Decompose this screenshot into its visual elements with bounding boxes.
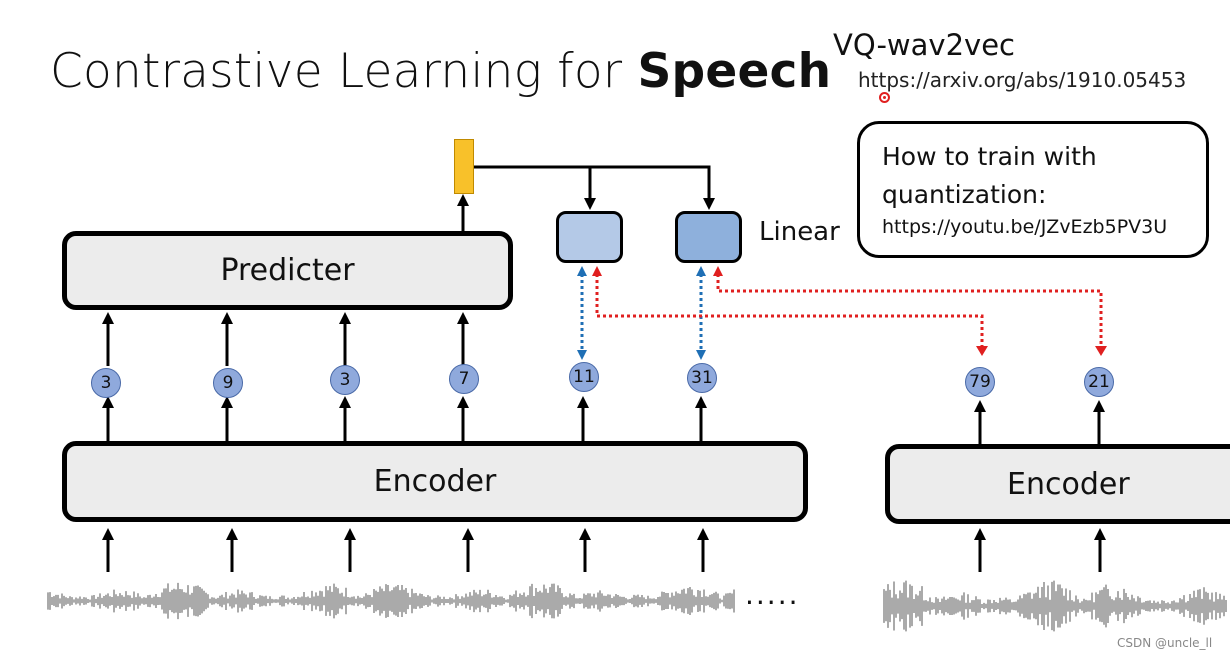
token: 11 [569, 362, 599, 392]
encoder-box: Encoder [62, 441, 808, 522]
context-vector [454, 139, 474, 194]
linear-label: Linear [759, 217, 840, 247]
token: 7 [449, 364, 479, 394]
note-text: How to train with quantization: [882, 142, 1097, 209]
token: 9 [213, 368, 243, 398]
pointer-cursor-icon [879, 92, 890, 103]
slide-title: Contrastive Learning for Speech [50, 44, 831, 99]
note-link[interactable]: https://youtu.be/JZvEzb5PV3U [882, 216, 1168, 238]
token: 3 [330, 365, 360, 395]
encoder-box-2: Encoder [885, 444, 1230, 524]
watermark: CSDN @uncle_ll [1117, 636, 1213, 650]
continuation-dots: ..... [745, 578, 800, 611]
linear-box-1 [556, 211, 623, 263]
title-bold: Speech [637, 44, 832, 99]
predicter-box: Predicter [62, 231, 513, 310]
encoder-label-2: Encoder [1007, 466, 1130, 502]
title-main: Contrastive Learning for [50, 44, 638, 99]
encoder-label: Encoder [373, 464, 497, 499]
note-box: How to train with quantization: https://… [857, 121, 1209, 258]
predicter-label: Predicter [220, 253, 355, 288]
token: 31 [687, 363, 717, 393]
audio-waveform [47, 582, 735, 620]
audio-waveform-2 [883, 580, 1227, 632]
reference-name: VQ-wav2vec [833, 28, 1015, 62]
linear-box-2 [675, 211, 742, 263]
token: 3 [91, 368, 121, 398]
token: 21 [1084, 367, 1114, 397]
reference-link[interactable]: https://arxiv.org/abs/1910.05453 [858, 68, 1187, 92]
token: 79 [965, 367, 995, 397]
